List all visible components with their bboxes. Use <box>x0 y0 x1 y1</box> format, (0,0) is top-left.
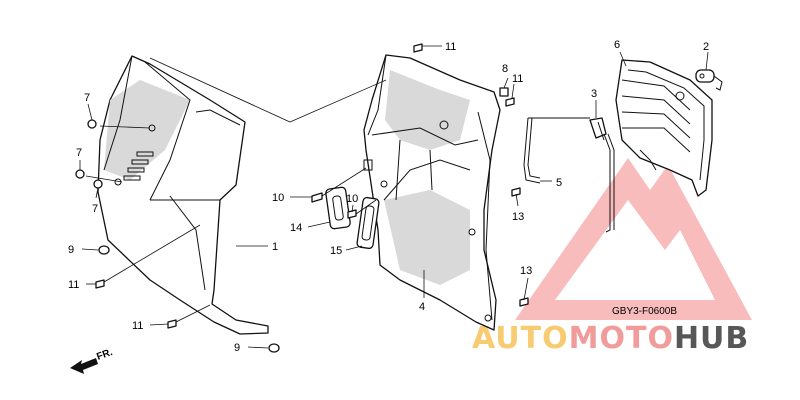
part-2-lock <box>695 69 723 91</box>
callout-labels: 1 2 3 4 5 6 7 7 7 8 9 9 10 10 11 11 11 1… <box>68 39 709 354</box>
bolt-11c <box>413 43 423 53</box>
screw-7b <box>75 169 85 179</box>
part-6-pocket-lid <box>615 59 713 197</box>
bolt-10a <box>311 192 323 203</box>
part-15-bracket <box>356 196 380 250</box>
callout-10b: 10 <box>346 193 358 205</box>
part-4-inner-cover <box>363 54 501 331</box>
front-direction-indicator: FR. <box>70 347 114 374</box>
direction-label: FR. <box>95 347 114 363</box>
watermark-triangle <box>515 158 752 320</box>
callout-11a: 11 <box>68 279 79 291</box>
part-3-clip <box>589 117 607 141</box>
callout-11b: 11 <box>132 320 143 332</box>
callout-7c: 7 <box>92 203 98 215</box>
bolt-11d <box>505 97 515 107</box>
bolt-8 <box>499 87 509 97</box>
callout-4: 4 <box>419 301 425 313</box>
callout-2: 2 <box>703 41 709 53</box>
callout-14: 14 <box>290 222 302 234</box>
screw-7c <box>93 179 103 189</box>
part-14-bracket <box>325 186 351 230</box>
callout-7b: 7 <box>76 147 82 159</box>
watermark-moto: MOTO <box>569 321 674 356</box>
diagram-code: GBY3-F0600B <box>612 306 677 317</box>
callout-8: 8 <box>502 63 508 75</box>
watermark-logo: AUTOMOTOHUB <box>472 158 752 356</box>
bolt-13b <box>519 297 529 307</box>
callout-3: 3 <box>591 88 597 100</box>
bolt-11a <box>95 279 105 289</box>
callout-10a: 10 <box>272 192 284 204</box>
bolt-10b <box>347 209 357 219</box>
callout-1: 1 <box>272 241 278 253</box>
callout-13b: 13 <box>520 265 532 277</box>
svg-text:AUTOMOTOHUB: AUTOMOTOHUB <box>472 321 749 356</box>
callout-7a: 7 <box>84 92 90 104</box>
part-5-rod <box>523 117 615 233</box>
screw-7a <box>87 119 97 129</box>
clip-9b <box>268 343 280 353</box>
callout-11c: 11 <box>445 41 456 53</box>
part-1-front-cover <box>97 55 269 335</box>
callout-6: 6 <box>614 39 620 51</box>
callout-13a: 13 <box>512 211 524 223</box>
arrow-left-icon <box>70 358 98 374</box>
callout-5: 5 <box>556 177 562 189</box>
callout-9a: 9 <box>68 244 74 256</box>
callout-15: 15 <box>330 245 342 257</box>
callout-11d: 11 <box>512 73 523 85</box>
bolt-13a <box>511 187 521 197</box>
callout-9b: 9 <box>234 342 240 354</box>
watermark-hub: HUB <box>674 321 749 356</box>
leader-lines <box>79 45 709 349</box>
clip-9a <box>98 245 110 255</box>
bolt-11b <box>167 319 177 329</box>
